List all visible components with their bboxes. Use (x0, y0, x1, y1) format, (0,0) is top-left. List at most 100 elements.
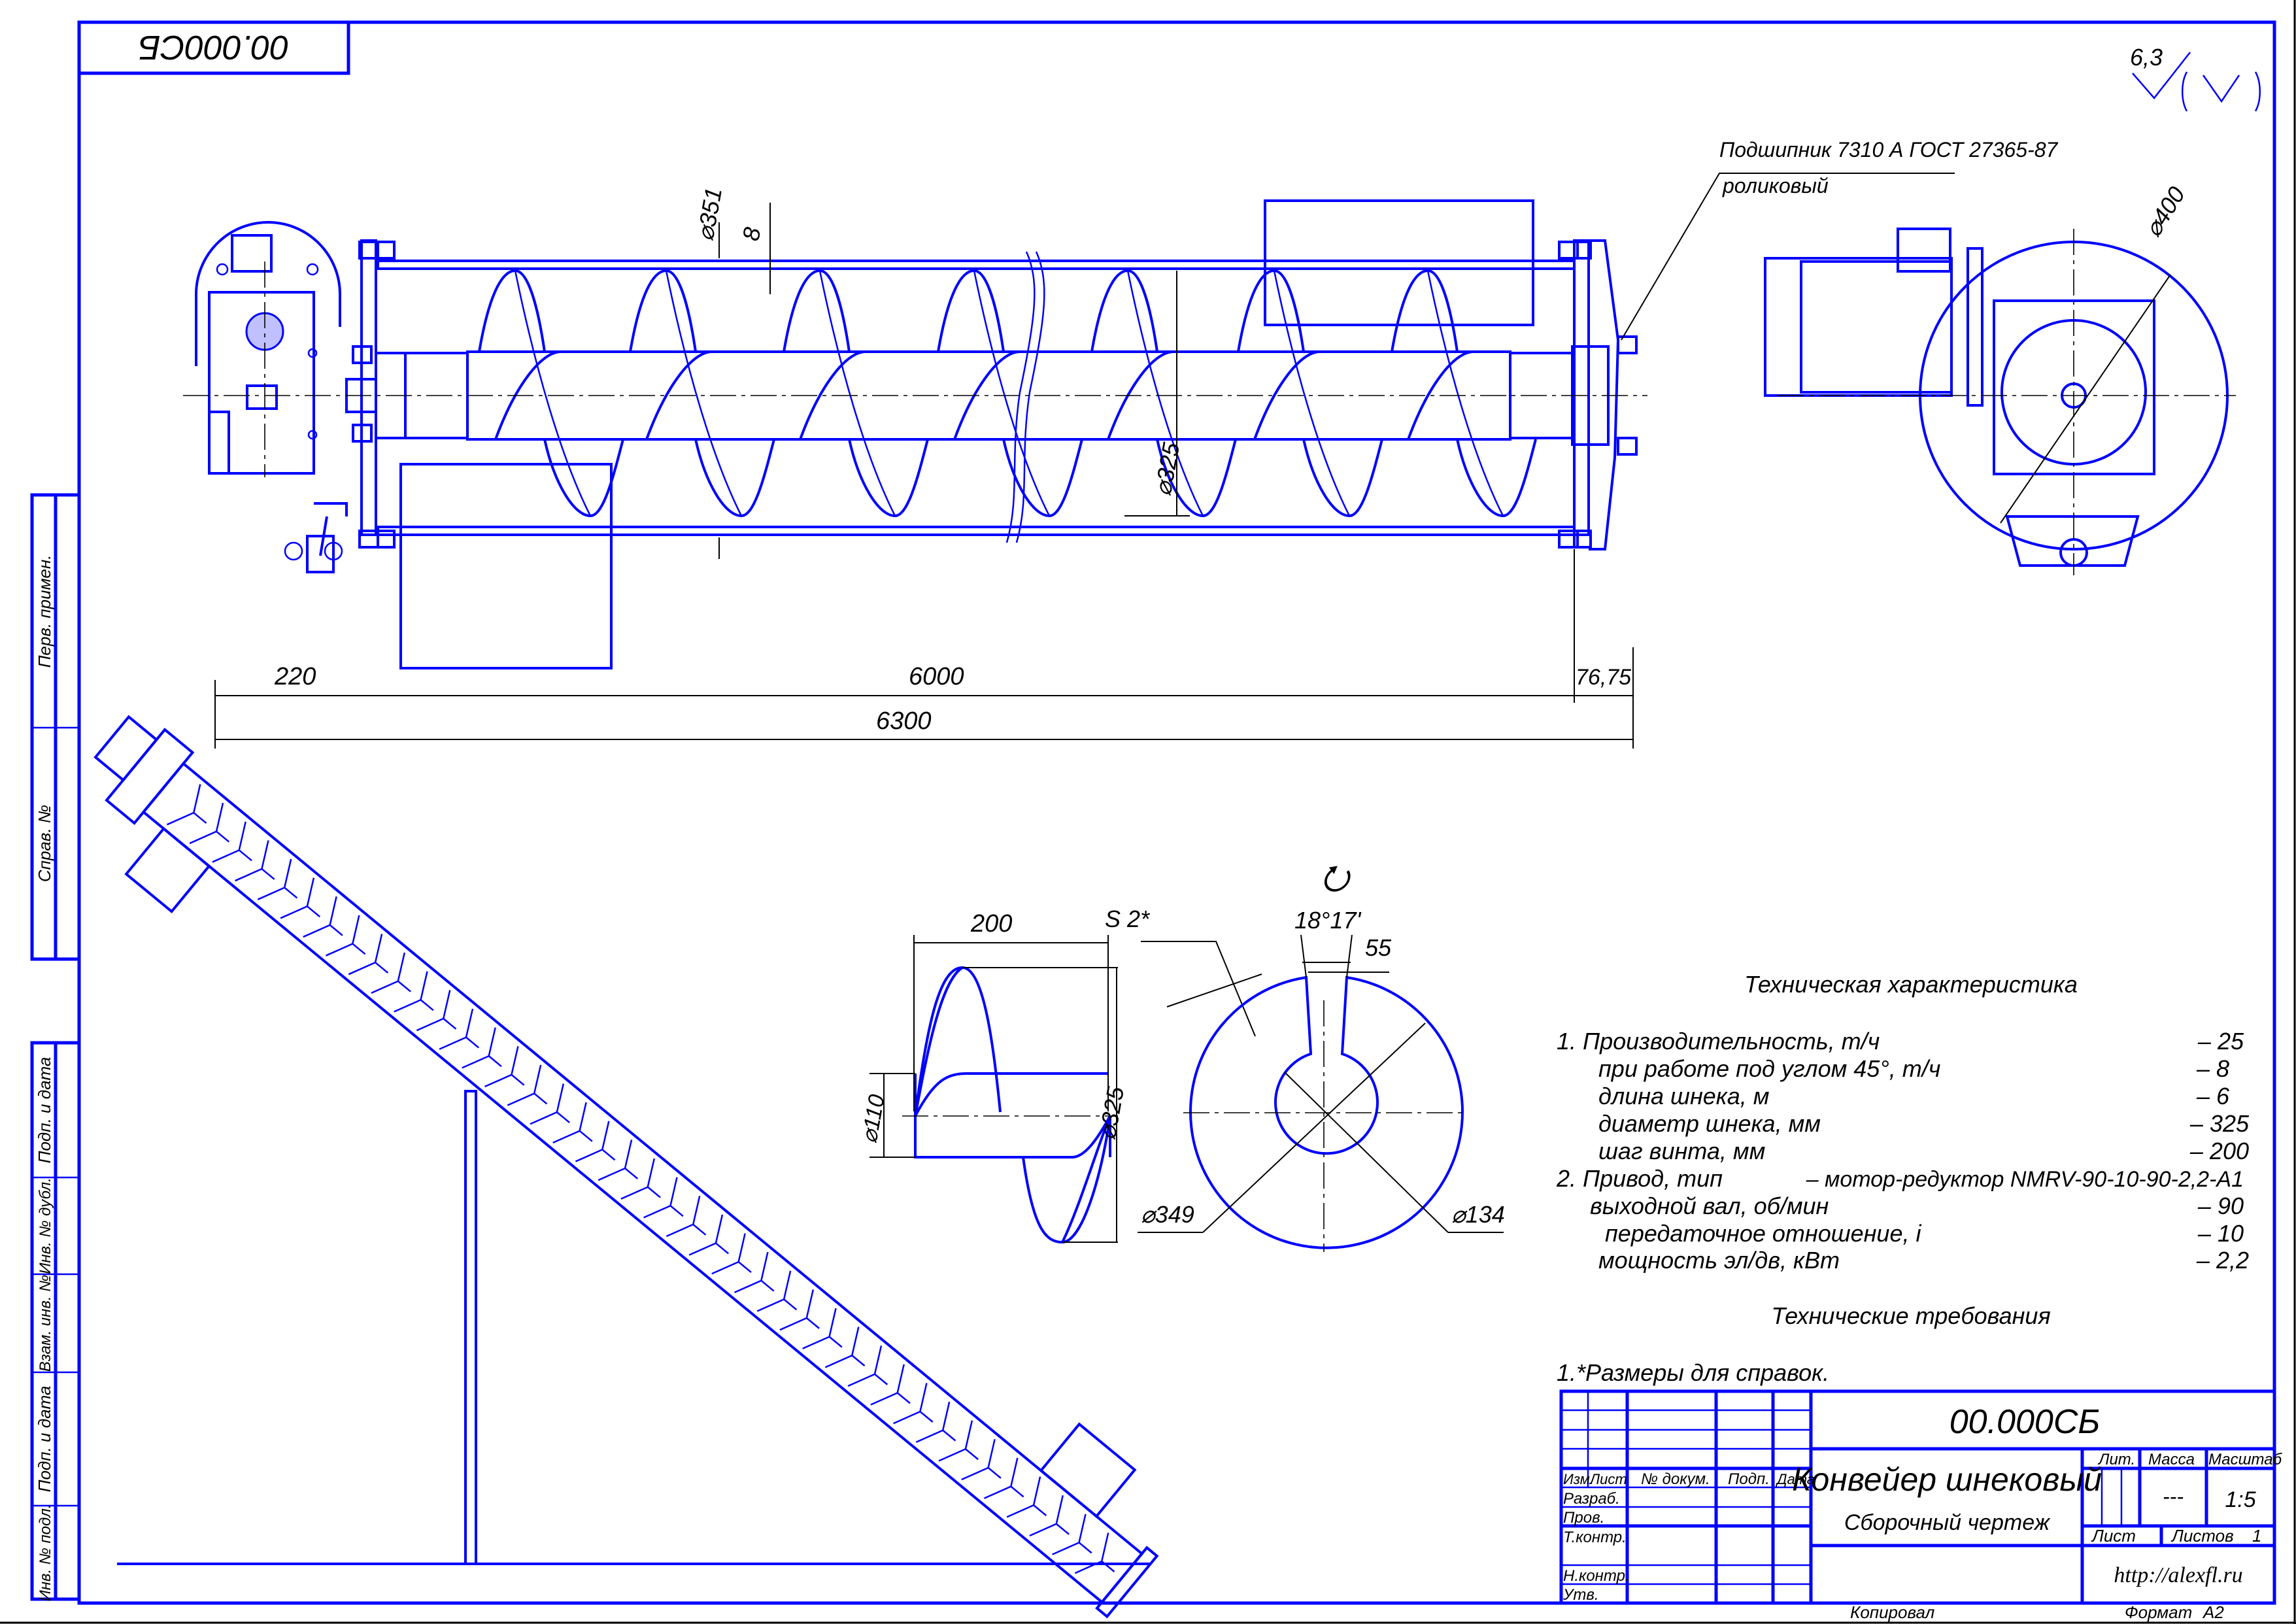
tech-requirements: Технические требования 1.*Размеры для сп… (1557, 1302, 2051, 1386)
side-strip: Перв. примен. Справ. № Подп. и дата Инв.… (30, 493, 81, 1602)
tech-characteristics: Техническая характеристика 1. Производит… (1556, 971, 2250, 1274)
title-block: Изм. Лист № докум. Подп. Дата Разраб. Пр… (1559, 1389, 2283, 1622)
dim-blade-angle: 18°17' (1294, 907, 1361, 934)
auger-blade (893, 1383, 934, 1425)
auger-blade (1391, 269, 1459, 352)
tech-characteristics-title: Техническая характеристика (1744, 971, 2078, 998)
auger-blade (439, 1008, 480, 1050)
tech-requirement-item: 1.*Размеры для справок. (1557, 1359, 1829, 1386)
auger-blade (756, 1270, 798, 1312)
bolts (352, 241, 1638, 549)
side-label: Подп. и дата (35, 1386, 54, 1493)
dim-pitch: 200 (970, 910, 1012, 938)
auger-blade (629, 269, 697, 352)
tech-item-value: – 8 (2196, 1055, 2229, 1082)
auger-blade (462, 1027, 502, 1069)
auger-blade (212, 821, 252, 863)
auger-blade (1253, 350, 1321, 440)
tb-header: Подп. (1728, 1470, 1770, 1488)
main-view: Подшипник 7310 А ГОСТ 27365-87 роликовый… (183, 138, 2059, 749)
tech-item-label: передаточное отношение, i (1605, 1220, 1921, 1247)
auger-blade (1273, 270, 1351, 516)
auger-blade (961, 1439, 1002, 1481)
outlet-spout (399, 463, 613, 669)
tb-header: Изм. (1563, 1471, 1594, 1487)
tb-format-value: A2 (2202, 1602, 2224, 1622)
rotation-icon: ⭮ (1321, 859, 1351, 897)
auger-blade (1006, 1476, 1047, 1518)
auger-blade (478, 269, 546, 352)
side-label: Инв. № подл. (37, 1504, 54, 1602)
auger-blade (694, 439, 775, 518)
blade-disk-view: ⭮ 18°17' 55 ⌀349 ⌀134 (1138, 859, 1505, 1252)
tech-item-value: – 25 (2197, 1028, 2244, 1055)
auger-blade (1107, 350, 1174, 440)
tb-role: Разраб. (1563, 1490, 1620, 1508)
side-label: Подп. и дата (35, 1057, 54, 1164)
auger-blade (575, 1121, 616, 1162)
auger-blade (973, 270, 1051, 516)
auger-blade (494, 350, 562, 440)
auger-blade (1407, 350, 1474, 440)
top-stamp-text: 00.000СБ (139, 28, 289, 66)
auger-blade (645, 350, 713, 440)
auger-pitch-view: 200 ⌀110 ⌀325 S 2* (856, 905, 1262, 1244)
tb-website: http://alexfl.ru (2114, 1563, 2242, 1587)
auger-blade (235, 840, 275, 882)
tb-role: Пров. (1563, 1509, 1604, 1527)
auger-blade (1126, 270, 1204, 516)
tb-lit-label: Лит. (2097, 1451, 2135, 1468)
tb-subtitle: Сборочный чертеж (1844, 1510, 2051, 1535)
auger-blade (620, 1158, 661, 1200)
auger-blade (1074, 1532, 1115, 1574)
auger-blade (779, 1289, 820, 1331)
tb-role: Т.контр. (1563, 1529, 1627, 1546)
dim-inner-diameter: ⌀134 (1451, 1201, 1505, 1228)
auger-blade (189, 802, 230, 845)
tb-scale-label: Масштаб (2208, 1451, 2283, 1468)
auger-blade (983, 1457, 1024, 1499)
tb-role: Н.контр. (1563, 1567, 1630, 1585)
auger-blade (1237, 269, 1305, 352)
auger-blade (1456, 439, 1537, 518)
dim-thickness: S 2* (1105, 905, 1150, 932)
inclined-auger (166, 784, 1115, 1574)
tech-item-label: при работе под углом 45°, т/ч (1598, 1055, 1940, 1082)
dim-auger-diameter-section: ⌀325 (1094, 1084, 1130, 1142)
tech-item-label: мощность эл/дв, кВт (1598, 1247, 1840, 1274)
dim-wall-thickness: 8 (737, 226, 766, 243)
auger-blade (799, 350, 866, 440)
auger-blade (847, 1345, 888, 1387)
dim-auger-diameter: ⌀325 (1149, 440, 1185, 498)
dim-end-length: 76,75 (1576, 665, 1631, 690)
tech-item-value: – 6 (2196, 1083, 2230, 1109)
tb-header: Дата (1775, 1471, 1815, 1487)
auger-blade (953, 350, 1021, 440)
tb-header: Лист (1589, 1471, 1627, 1487)
tech-item-label: 1. Производительность, т/ч (1557, 1028, 1880, 1055)
auger-blade (507, 1064, 548, 1106)
auger-blade (665, 270, 743, 516)
auger-blade (1052, 1514, 1092, 1555)
tb-sheets-label: Листов (2170, 1526, 2234, 1546)
side-view: ⌀400 (1764, 182, 2236, 575)
auger-blade (1427, 270, 1504, 516)
tb-mass-value: --- (2163, 1485, 2184, 1508)
motor-reducer (195, 221, 348, 573)
tb-scale-value: 1:5 (2225, 1487, 2255, 1512)
auger-blade (915, 1401, 956, 1444)
auger-blade (870, 1364, 911, 1406)
dim-slot-width: 55 (1365, 934, 1392, 961)
tb-copied-label: Копировал (1850, 1602, 1935, 1622)
tb-sheets-count: 1 (2252, 1526, 2261, 1546)
auger-blade (938, 1420, 979, 1462)
dim-total-length: 6300 (876, 707, 932, 735)
auger-shaft (466, 350, 1511, 441)
auger-blade (530, 1083, 570, 1125)
inlet-hopper (1264, 199, 1534, 326)
auger-blade (734, 1251, 775, 1294)
auger-blade (303, 896, 343, 938)
auger-blades (478, 269, 1537, 518)
tb-header: № докум. (1641, 1470, 1710, 1488)
tb-sheet-label: Лист (2091, 1526, 2136, 1546)
